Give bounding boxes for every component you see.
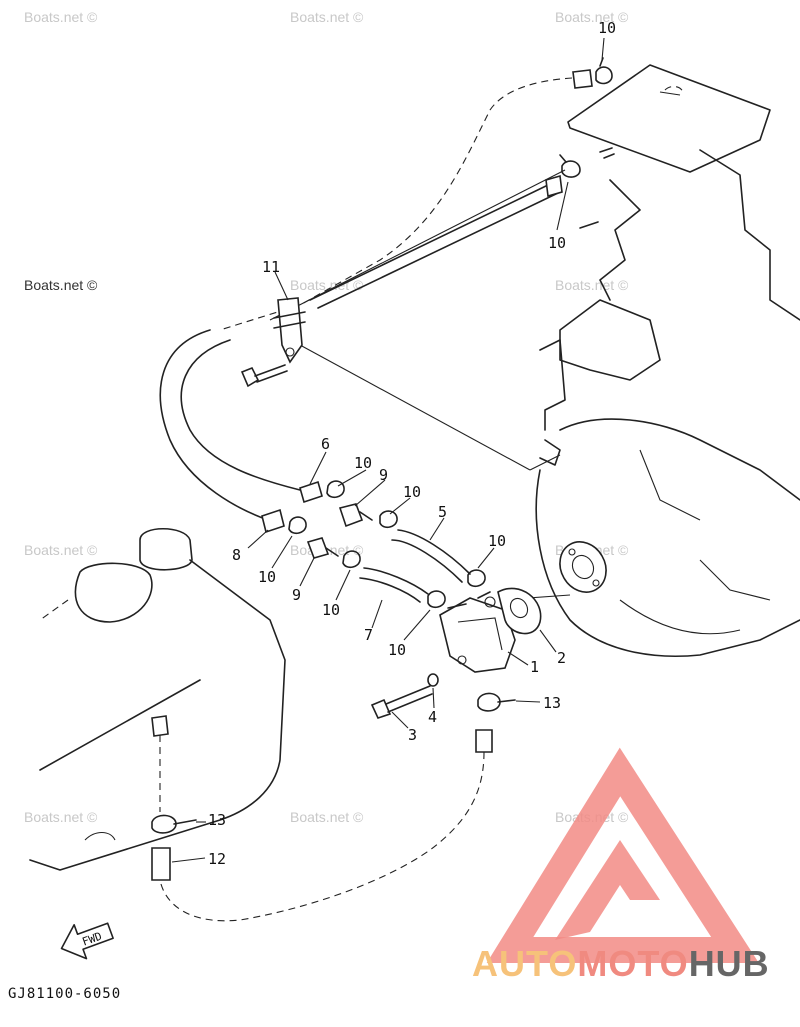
logo-word-hub: HUB — [689, 943, 770, 984]
watermark: Boats.net © — [555, 9, 629, 25]
callout-4: 4 — [428, 708, 437, 726]
forward-arrow: FWD — [60, 922, 114, 960]
callout-13: 13 — [543, 694, 561, 712]
logo-inner-mark — [555, 840, 660, 940]
callout-10: 10 — [598, 19, 616, 37]
callout-11: 11 — [262, 258, 280, 276]
callouts: 10 10 11 6 10 9 10 5 10 8 10 9 10 7 10 1… — [208, 19, 616, 868]
pump-assembly — [370, 587, 542, 719]
watermark: Boats.net © — [290, 809, 364, 825]
callout-12: 12 — [208, 850, 226, 868]
bracket-lines — [269, 169, 571, 601]
logo-word-auto: AUTO — [472, 943, 577, 984]
hose-upper — [159, 57, 613, 521]
logo-triangle — [486, 747, 759, 963]
watermark: Boats.net © — [24, 542, 98, 558]
small-parts — [261, 480, 486, 609]
watermark: Boats.net © — [24, 277, 98, 293]
callout-7: 7 — [364, 626, 373, 644]
watermark: Boats.net © — [24, 809, 98, 825]
brand-logo: AUTOMOTOHUB — [472, 747, 770, 984]
callout-10: 10 — [488, 532, 506, 550]
callout-3: 3 — [408, 726, 417, 744]
callout-1: 1 — [530, 658, 539, 676]
callout-9: 9 — [292, 586, 301, 604]
logo-word-moto: MOTO — [577, 943, 688, 984]
bracket-part-11 — [240, 297, 306, 388]
leader-lines — [171, 37, 605, 863]
callout-10: 10 — [258, 568, 276, 586]
watermark: Boats.net © — [290, 9, 364, 25]
callout-10: 10 — [354, 454, 372, 472]
watermark: Boats.net © — [24, 9, 98, 25]
fwd-label: FWD — [80, 930, 103, 949]
callout-10: 10 — [403, 483, 421, 501]
callout-10: 10 — [322, 601, 340, 619]
callout-10: 10 — [548, 234, 566, 252]
logo-text: AUTOMOTOHUB — [472, 943, 770, 984]
callout-10: 10 — [388, 641, 406, 659]
callout-6: 6 — [321, 435, 330, 453]
engine-outline — [535, 64, 800, 658]
hose-lower — [151, 715, 493, 922]
callout-9: 9 — [379, 466, 388, 484]
drawing-code: GJ81100-6050 — [8, 986, 121, 1002]
callout-13: 13 — [208, 811, 226, 829]
callout-8: 8 — [232, 546, 241, 564]
callout-2: 2 — [557, 649, 566, 667]
watermark: Boats.net © — [555, 277, 629, 293]
callout-5: 5 — [438, 503, 447, 521]
tank-outline — [29, 528, 286, 871]
watermarks: Boats.net © Boats.net © Boats.net © Boat… — [24, 9, 629, 825]
